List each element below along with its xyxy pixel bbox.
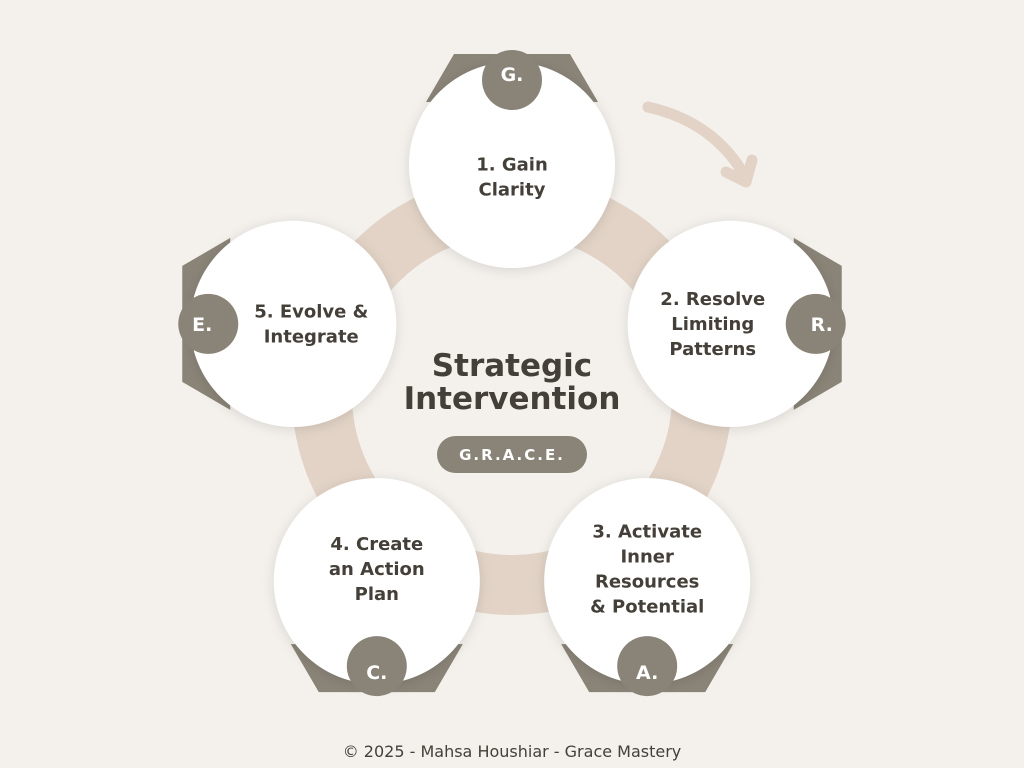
step-5-badge [178, 293, 239, 354]
step-3-badge [617, 636, 678, 697]
step-2-circle [627, 220, 834, 427]
acronym-pill-label: G.R.A.C.E. [459, 446, 565, 464]
step-2-letter: R. [811, 314, 833, 336]
step-4-letter: C. [366, 662, 387, 684]
step-4-badge [346, 636, 407, 697]
step-4-label-line-2: an Action [329, 559, 425, 580]
step-2-label-line-3: Patterns [669, 339, 756, 360]
step-1-label-line-2: Clarity [479, 180, 546, 201]
step-5-letter: E. [192, 314, 212, 336]
acronym-pill [437, 436, 587, 473]
center-title-line-2: Intervention [404, 381, 621, 417]
step-node-5: E. 5. Evolve & Integrate [178, 220, 397, 427]
step-1-letter: G. [501, 64, 524, 86]
step-5-circle [190, 220, 397, 427]
step-3-label-line-3: Resources [595, 572, 699, 593]
curved-arrow-icon [642, 101, 758, 188]
center-block: Strategic Intervention G.R.A.C.E. [404, 348, 621, 473]
step-4-circle [273, 478, 480, 685]
step-3-circle [544, 478, 751, 685]
step-4-label-line-3: Plan [355, 584, 399, 605]
step-1-badge [482, 50, 542, 110]
step-3-label-line-2: Inner [620, 547, 674, 568]
step-2-label-line-1: 2. Resolve [660, 289, 765, 310]
step-3-label-line-1: 3. Activate [592, 522, 702, 543]
step-3-letter: A. [636, 662, 658, 684]
step-2-badge [785, 293, 846, 354]
center-title-line-1: Strategic [432, 348, 592, 384]
step-3-label-line-4: & Potential [590, 597, 704, 618]
step-4-label-line-1: 4. Create [330, 534, 423, 555]
footer-credit: © 2025 - Mahsa Houshiar - Grace Mastery [342, 742, 682, 761]
step-5-label-line-1: 5. Evolve & [254, 301, 368, 322]
step-2-label-line-2: Limiting [671, 314, 754, 335]
step-1-circle [409, 62, 615, 268]
step-5-label-line-2: Integrate [264, 326, 359, 347]
step-1-label-line-1: 1. Gain [476, 155, 548, 176]
